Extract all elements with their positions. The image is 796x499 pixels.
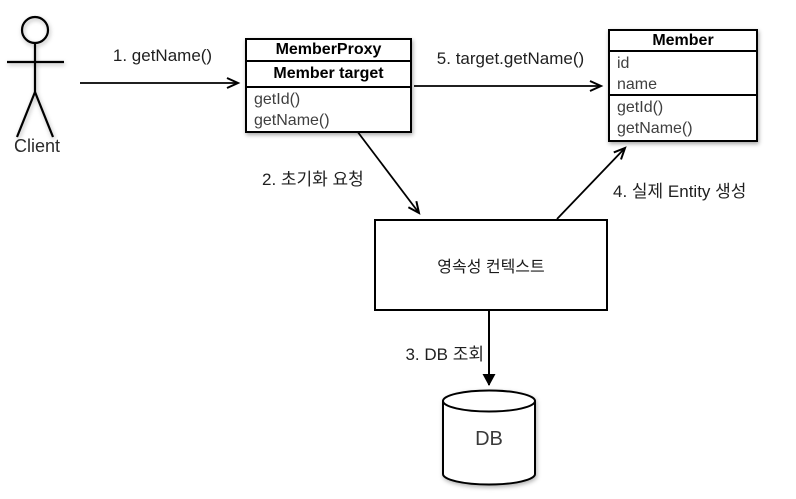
persistence-context-box: 영속성 컨텍스트 [374,219,608,311]
db-cylinder-body [442,401,536,486]
db-cylinder-icon [442,389,536,486]
member-attribute-name: name [617,76,658,93]
arrow-4-label: 4. 실제 Entity 생성 [613,182,747,201]
arrow-4-create-entity [556,146,627,220]
member-method-getid: getId() [617,99,664,116]
member-proxy-class-box: MemberProxy Member target getId() getNam… [245,38,412,133]
member-attribute-id: id [617,55,630,72]
db-cylinder-top [442,389,536,413]
arrow-5-label: 5. target.getName() [436,49,585,68]
client-actor-label: Client [13,136,61,156]
arrow-2-label: 2. 초기화 요청 [262,170,364,189]
actor-left-leg [15,91,37,138]
db-label: DB [475,428,503,450]
member-methods-section: getId() getName() [610,96,756,140]
member-proxy-title: MemberProxy [247,40,410,62]
member-class-box: Member id name getId() getName() [608,29,758,142]
member-proxy-method-getname: getName() [254,112,330,129]
arrow-1-label: 1. getName() [112,46,213,65]
member-title: Member [610,31,756,52]
member-proxy-method-getid: getId() [254,91,301,108]
client-actor-icon [7,15,64,138]
actor-head [20,15,50,45]
arrow-2-init-request [356,130,421,215]
actor-right-leg [33,91,55,138]
arrow-3-label: 3. DB 조회 [405,345,484,364]
member-method-getname: getName() [617,120,693,137]
persistence-context-label: 영속성 컨텍스트 [437,259,545,276]
member-proxy-field-target: Member target [247,62,410,88]
member-attributes-section: id name [610,52,756,96]
member-proxy-methods-section: getId() getName() [247,88,410,131]
